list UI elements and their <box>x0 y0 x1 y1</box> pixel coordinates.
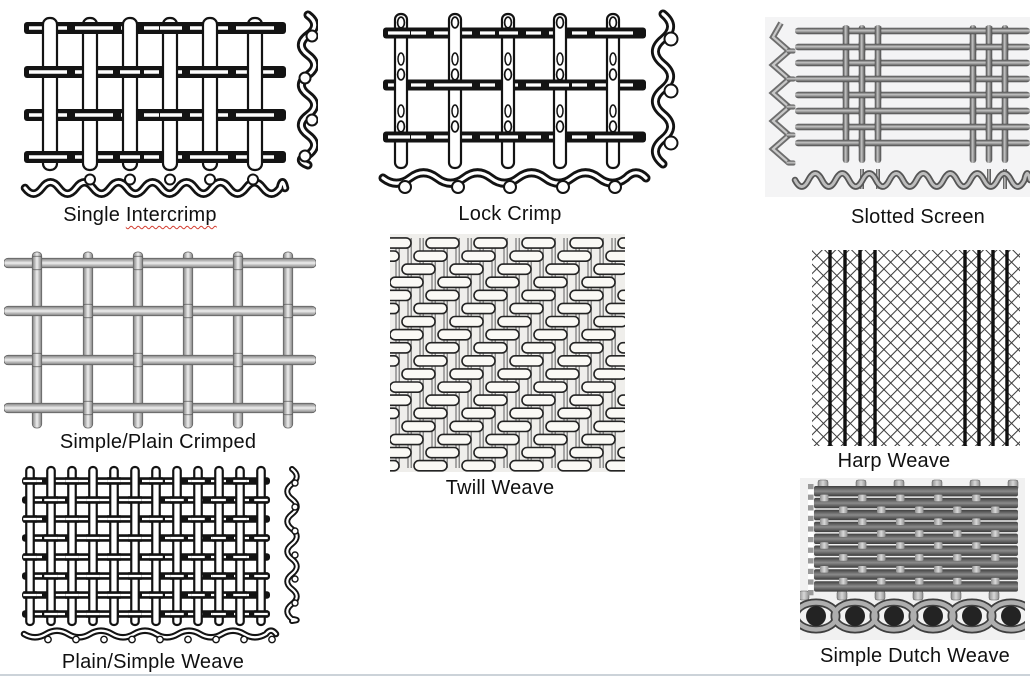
slide-bottom-edge <box>0 674 1030 676</box>
figure-single-intercrimp <box>18 6 318 198</box>
label-lock-crimp: Lock Crimp <box>458 203 562 225</box>
figure-twill-weave <box>390 234 625 472</box>
label-single-intercrimp-misspelled: Intercrimp <box>125 204 217 226</box>
slotted-screen-illustration <box>765 17 1030 197</box>
twill-weave-illustration <box>390 234 625 472</box>
label-single-intercrimp: Single Intercrimp <box>0 204 280 227</box>
figure-simple-plain-crimped <box>4 250 316 430</box>
label-twill-weave: Twill Weave <box>445 477 555 499</box>
label-single-intercrimp-text: Single <box>63 204 126 226</box>
label-simple-plain-crimped: Simple/Plain Crimped <box>59 431 257 453</box>
lock-crimp-illustration <box>378 9 679 194</box>
plain-simple-weave-illustration <box>20 465 300 644</box>
figure-harp-weave <box>810 248 1022 450</box>
label-slotted-screen: Slotted Screen <box>851 206 985 228</box>
figure-lock-crimp <box>358 6 688 198</box>
label-harp-weave: Harp Weave <box>837 450 951 472</box>
figure-simple-dutch-weave <box>800 478 1025 640</box>
label-plain-simple-weave: Plain/Simple Weave <box>61 651 245 673</box>
simple-dutch-weave-illustration <box>800 478 1025 640</box>
label-simple-dutch-weave: Simple Dutch Weave <box>820 645 1010 667</box>
harp-weave-illustration <box>810 248 1022 450</box>
simple-plain-crimped-illustration <box>4 251 316 429</box>
figure-slotted-screen <box>765 17 1030 197</box>
figure-plain-simple-weave <box>18 463 313 650</box>
single-intercrimp-illustration <box>20 10 318 198</box>
